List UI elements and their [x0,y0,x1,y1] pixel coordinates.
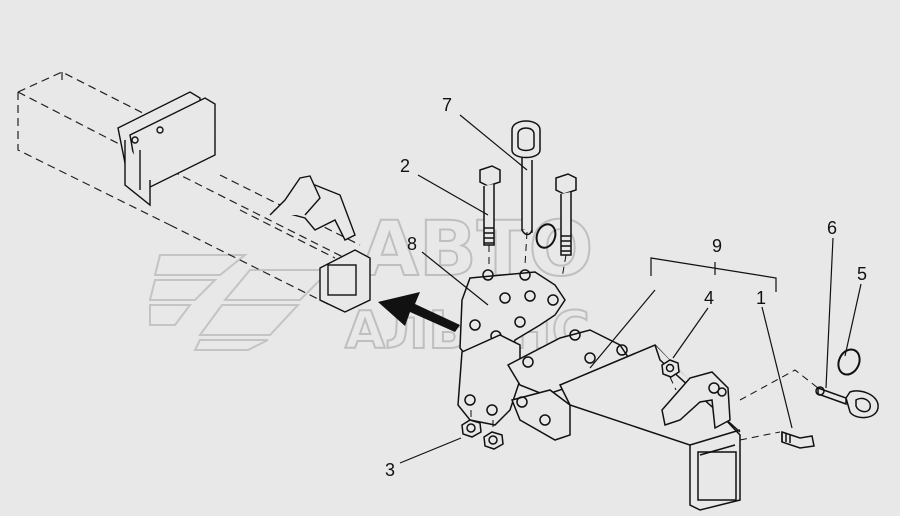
part-7-lynch-pin [511,120,541,236]
part-6-pin [815,386,879,419]
part-8-lower-plate [457,334,521,426]
tractor-bracket-ghost [117,91,216,207]
callout-9: 9 [712,236,722,256]
leader-lines [399,114,862,464]
part-3-nuts [461,419,504,450]
part-9-drawbar [506,329,741,511]
callouts: 7 2 8 9 4 1 6 5 3 [385,95,867,480]
callout-3: 3 [385,460,395,480]
callout-8: 8 [407,234,417,254]
part-5-ring [837,348,861,376]
callout-1: 1 [756,288,766,308]
tractor-frame-ghost [17,71,361,306]
part-7-ring [535,223,557,249]
callout-7: 7 [442,95,452,115]
callout-6: 6 [827,218,837,238]
callout-5: 5 [857,264,867,284]
assembly-dashed-lines [470,231,819,441]
direction-arrow [378,292,460,332]
drawbar-ghost [269,175,371,313]
part-4-nut [661,359,680,378]
part-1-bolt [781,430,815,449]
callout-4: 4 [704,288,714,308]
callout-2: 2 [400,156,410,176]
watermark-logo-emblem [148,254,333,351]
